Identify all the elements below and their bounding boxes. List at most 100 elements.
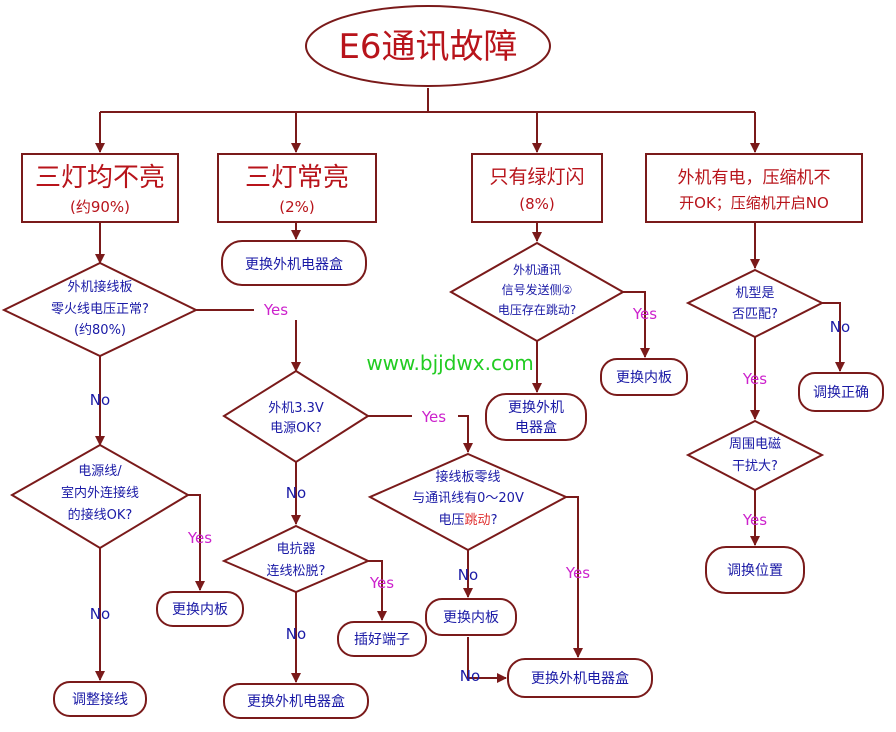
action-text: 电器盒 (515, 419, 557, 436)
arrow (368, 415, 473, 453)
no-label: No (460, 667, 480, 685)
decision-3v3-power: 外机3.3V 电源OK? (222, 369, 370, 464)
action-change-outdoor-box-1: 更换外机电器盒 (221, 240, 367, 286)
header-label: 三灯均不亮 (35, 163, 165, 193)
action-plug-terminal: 插好端子 (337, 621, 427, 657)
decision-diamond (221, 524, 371, 594)
arrow (188, 494, 205, 591)
action-box (705, 546, 805, 594)
label-mask (254, 300, 298, 320)
column-header-1: 三灯均不亮 (约90%) (21, 153, 179, 223)
decision-diamond (685, 419, 825, 492)
action-text: 插好端子 (354, 632, 410, 648)
header-percent: (约90%) (70, 198, 130, 216)
action-box (337, 621, 427, 657)
action-text: 更换外机 (508, 399, 564, 416)
column-header-2: 三灯常亮 (2%) (217, 153, 377, 223)
yes-label: Yes (263, 301, 288, 319)
no-label: No (90, 605, 110, 623)
action-box (485, 393, 587, 441)
no-label: No (286, 625, 306, 643)
action-change-position: 调换位置 (705, 546, 805, 594)
action-box (156, 591, 244, 627)
yes-label: Yes (742, 370, 767, 388)
decision-text: 连线松脱? (267, 563, 326, 579)
decision-text: 与通讯线有0～20V (412, 491, 524, 506)
arrow (623, 291, 650, 358)
action-text: 调换正确 (813, 384, 869, 401)
yes-label: Yes (187, 529, 212, 547)
yes-label: Yes (369, 574, 394, 592)
action-text: 更换外机电器盒 (531, 670, 629, 687)
action-text: 更换内板 (172, 601, 228, 618)
title-ellipse (305, 5, 551, 87)
decision-diamond (10, 443, 190, 550)
decision-text: 接线板零线 (435, 469, 500, 485)
yes-label: Yes (565, 564, 590, 582)
action-change-outdoor-box-2: 更换外机电器盒 (223, 683, 369, 719)
action-box (223, 683, 369, 719)
decision-text: 的接线OK? (68, 507, 133, 523)
decision-reactor: 电抗器 连线松脱? (221, 524, 371, 594)
yes-label: Yes (632, 305, 657, 323)
decision-text: 零火线电压正常? (51, 302, 149, 317)
no-label: No (458, 566, 478, 584)
header-label-line2: 开OK；压缩机开启NO (679, 194, 829, 212)
decision-diamond (367, 452, 569, 552)
action-change-outdoor-box-3: 更换外机电器盒 (507, 658, 653, 698)
action-box (425, 598, 517, 636)
action-box (53, 681, 147, 717)
action-adjust-wiring: 调整接线 (53, 681, 147, 717)
decision-signal-voltage: 外机通讯 信号发送侧② 电压存在跳动? (448, 241, 626, 343)
decision-text: 电抗器 (276, 542, 315, 557)
header-label: 三灯常亮 (245, 163, 349, 193)
label-mask (412, 406, 458, 426)
action-text: 调整接线 (72, 691, 128, 708)
header-box (21, 153, 179, 223)
decision-terminal-voltage: 接线板零线 与通讯线有0～20V 电压跳动? (367, 452, 569, 552)
decision-text: 电源OK? (270, 421, 322, 436)
action-change-outdoor-box-4: 更换外机 电器盒 (485, 393, 587, 441)
branch-labels: Yes No Yes No Yes No Yes No No Yes No Ye… (90, 300, 850, 685)
decision-diamond (222, 369, 370, 464)
connectors (95, 88, 845, 683)
arrow (368, 560, 387, 621)
no-label: No (830, 318, 850, 336)
header-percent: (8%) (519, 195, 555, 213)
yes-label: Yes (421, 408, 446, 426)
action-box (507, 658, 653, 698)
decision-text: 电压跳动? (439, 513, 498, 528)
decision-text: 干扰大? (732, 459, 778, 474)
action-text: 调换位置 (727, 562, 783, 579)
arrow (822, 302, 845, 372)
decision-text: 否匹配? (732, 307, 778, 322)
decision-text: 机型是 (735, 286, 774, 301)
action-change-inner-board-2: 更换内板 (425, 598, 517, 636)
header-box (645, 153, 863, 223)
header-label: 只有绿灯闪 (489, 166, 584, 188)
decision-interference: 周围电磁 干扰大? (685, 419, 825, 492)
decision-diamond (448, 241, 626, 343)
no-label: No (90, 391, 110, 409)
no-label: No (286, 484, 306, 502)
decision-diamond (1, 261, 199, 358)
watermark-text: www.bjjdwx.com (366, 351, 533, 375)
action-change-inner-board-3: 更换内板 (600, 358, 688, 396)
column-header-4: 外机有电，压缩机不 开OK；压缩机开启NO (645, 153, 863, 223)
yes-label: Yes (742, 511, 767, 529)
action-text: 更换内板 (616, 369, 672, 386)
header-percent: (2%) (279, 198, 315, 216)
decision-model-match: 机型是 否匹配? (685, 268, 825, 339)
header-box (471, 153, 603, 223)
arrow (565, 496, 583, 658)
action-text: 更换外机电器盒 (245, 256, 343, 273)
column-header-3: 只有绿灯闪 (8%) (471, 153, 603, 223)
decision-text: 电压存在跳动? (498, 303, 576, 317)
action-text: 更换外机电器盒 (247, 693, 345, 710)
decision-text: 室内外连接线 (61, 485, 139, 501)
action-box (798, 372, 884, 412)
decision-diamond (685, 268, 825, 339)
decision-text: 外机接线板 (67, 279, 132, 295)
decision-wiring: 电源线/ 室内外连接线 的接线OK? (10, 443, 190, 550)
